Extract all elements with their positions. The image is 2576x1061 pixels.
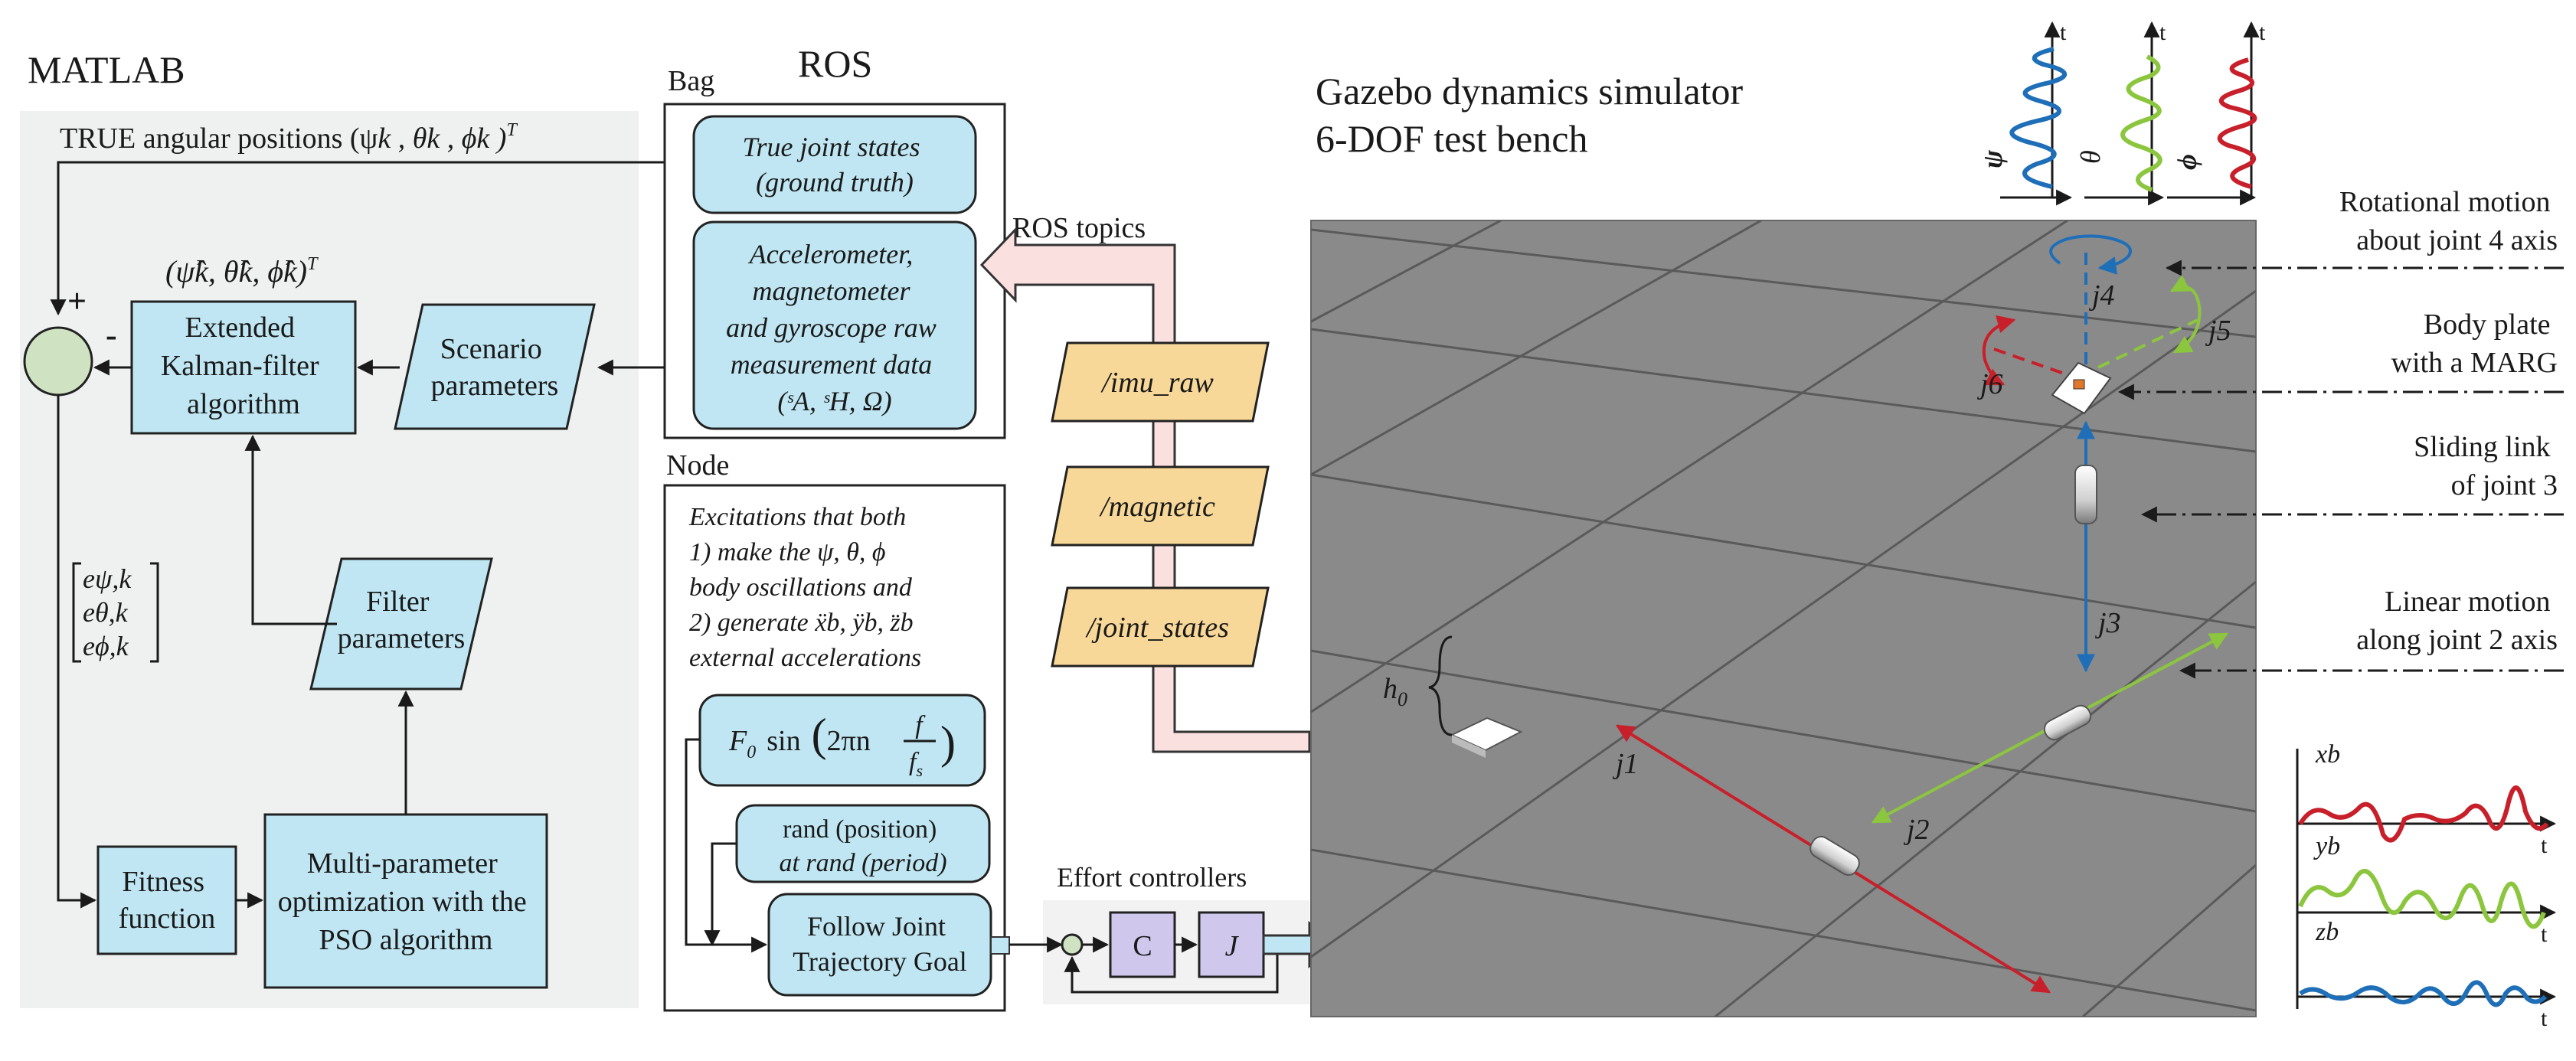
phi-signal [2217,57,2257,189]
matlab-title: MATLAB [28,48,185,91]
joint6-label: j6 [1976,368,2003,400]
fitness-label: Fitness function [119,866,216,935]
base-plate [1450,717,1523,752]
yb-time-label: t [2541,922,2548,947]
joint1-label: j1 [1612,748,1639,780]
effort-label: Effort controllers [1057,862,1247,893]
controller-j-label: J [1225,930,1240,962]
h0-label: h0 [1383,673,1407,710]
filter-to-ekf-arrow [244,434,337,625]
psi-signal [2009,47,2068,189]
theta-label: θ [2075,150,2106,164]
pso-label: Multi-parameter optimization with the PS… [278,847,534,956]
filter-parameters-box [309,557,493,690]
theta-signal [2120,54,2162,192]
controller-c-box [1109,911,1176,978]
ekf-box [130,300,357,435]
rand-label: rand (position) at rand (period) [779,815,946,877]
psi-time-label: t [2060,20,2067,45]
theta-time-label: t [2159,20,2166,45]
plus-sign: + [67,282,87,320]
topic-imu-raw [1051,341,1270,423]
joint5-label: j5 [2205,315,2231,347]
h0-brace [1428,635,1453,736]
controller-c-label: C [1133,930,1152,962]
topic-joint-states [1051,586,1270,668]
callout-sliding-link: Sliding link of joint 3 [2414,431,2558,501]
callout-rotational: Rotational motion about joint 4 axis [2339,186,2558,256]
controller-feedback-arrow [1064,945,1279,994]
excitation-text: Excitations that both 1) make the ψ, θ, … [688,503,921,672]
minus-sign: - [106,316,117,354]
xb-signal [2298,785,2549,843]
bag-label: Bag [668,65,714,97]
follow-trajectory-box [767,893,992,997]
scenario-parameters-box [394,303,596,430]
yb-signal [2298,869,2546,929]
angle-plots: ψ t θ t ϕ t [1977,20,2266,206]
ros-section: ROS Bag True joint states (ground truth)… [597,42,1341,1012]
base-plate-side [1452,735,1486,758]
callout-linear-motion: Linear motion along joint 2 axis [2356,586,2558,656]
callouts: Rotational motion about joint 4 axis Bod… [2117,186,2564,679]
xb-label: xb [2315,740,2340,769]
true-state-arrow [50,161,695,316]
scenario-label: Scenario parameters [431,333,559,402]
joint2-label: j2 [1903,814,1930,846]
ros-title: ROS [798,42,872,85]
gazebo-section: Gazebo dynamics simulator 6-DOF test ben… [1310,20,2564,1031]
zb-time-label: t [2541,1006,2548,1031]
sine-close-paren: ) [940,717,956,768]
node-label: Node [666,449,729,482]
joint2-slider [2043,704,2092,741]
true-angular-label: TRUE angular positions (ψk , θk , ϕk )T [60,120,518,155]
true-joint-states-label: True joint states (ground truth) [742,132,927,198]
joint6-rotation [1982,315,2016,386]
topic-magnetic-label: /magnetic [1099,491,1215,523]
svg-text:eψ,k eθ,k eϕ,k: eψ,k eθ,k eϕ,k [83,563,138,661]
joint1-slider [1809,835,1860,877]
fitness-box [96,845,237,955]
estimate-label: (ψ̂k, θ̂k, ϕ̂k)T [165,254,319,289]
matlab-section: MATLAB TRUE angular positions (ψk , θk ,… [20,48,695,1008]
controller-sum [1061,933,1084,956]
summing-junction [23,326,93,397]
gazebo-title: Gazebo dynamics simulator 6-DOF test ben… [1316,70,1753,160]
topic-joint-states-label: /joint_states [1085,612,1229,644]
rand-to-follow-arrow [704,842,737,947]
acceleration-plots: xb t yb t zb t [2296,740,2557,1031]
phi-label: ϕ [2172,154,2202,170]
callout-body-plate: Body plate with a MARG [2391,309,2558,379]
topic-magnetic [1051,465,1270,547]
sine-to-follow-arrow [685,738,768,953]
ros-topics-label: ROS topics [1012,212,1146,244]
imu-data-box [692,220,977,430]
true-joint-states-box [692,115,977,214]
xb-time-label: t [2541,833,2548,858]
phi-time-label: t [2259,20,2266,45]
imu-data-label: Accelerometer, magnetometer and gyroscop… [726,239,943,416]
follow-output-stub [990,936,1010,955]
joint3-label: j3 [2094,607,2121,639]
error-to-fitness-arrow [57,395,97,909]
marg-sensor [2073,379,2085,390]
zb-signal [2299,980,2548,1007]
joint4-rotation [2049,234,2132,275]
yb-label: yb [2313,832,2340,860]
joint3-slider [2074,465,2097,524]
filter-label: Filter parameters [338,586,466,655]
follow-trajectory-label: Follow Joint Trajectory Goal [793,911,967,977]
ekf-label: Extended Kalman-filter algorithm [161,312,326,420]
psi-label: ψ [1977,149,2008,168]
error-vector: eψ,k eθ,k eϕ,k [72,562,159,663]
joint4-label: j4 [2088,279,2115,312]
joint5-rotation [2169,275,2202,354]
zb-label: zb [2315,918,2339,946]
topic-imu-raw-label: /imu_raw [1100,367,1214,399]
